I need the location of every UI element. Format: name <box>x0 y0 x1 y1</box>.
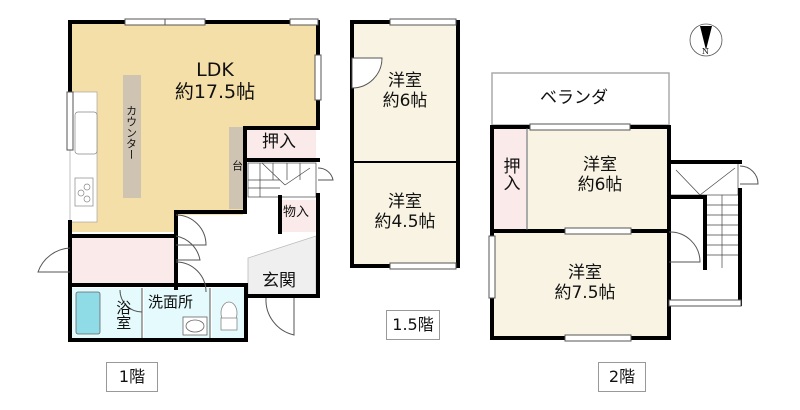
stand-label: 台 <box>230 160 244 171</box>
stand <box>229 127 243 209</box>
storage-label: 物入 <box>283 205 310 220</box>
second-room-upper-size: 約6帖 <box>577 174 623 195</box>
closet-label-1f: 押入 <box>262 132 296 152</box>
second-room-upper-name: 洋室 <box>583 155 617 175</box>
mezz-room-upper-size: 約6帖 <box>382 90 428 111</box>
compass-label: N <box>702 47 709 56</box>
mezz-room-upper-label: 洋室 約6帖 <box>365 71 445 111</box>
ldk-label: LDK 約17.5帖 <box>160 59 270 104</box>
floor-tag-2f: 2階 <box>598 362 646 392</box>
mezz-room-lower-size: 約4.5帖 <box>374 211 436 232</box>
washroom-label: 洗面所 <box>148 293 194 311</box>
second-room-lower-label: 洋室 約7.5帖 <box>535 263 635 303</box>
entrance-label: 玄関 <box>262 271 296 291</box>
counter <box>123 75 141 198</box>
compass: N <box>688 22 724 58</box>
veranda-label: ベランダ <box>540 88 608 108</box>
north-arrow-icon <box>689 23 723 57</box>
floor-tag-1-5f: 1.5階 <box>386 310 440 340</box>
second-room-lower-name: 洋室 <box>568 263 602 283</box>
ldk-name: LDK <box>196 59 234 81</box>
mezz-room-lower-label: 洋室 約4.5帖 <box>360 192 450 232</box>
mezz-room-lower-name: 洋室 <box>388 192 422 212</box>
second-floor-plan <box>488 72 759 342</box>
second-room-lower-size: 約7.5帖 <box>554 282 616 303</box>
ldk-size: 約17.5帖 <box>174 80 256 103</box>
closet-label-2f: 押入 <box>499 157 520 191</box>
mezz-room-upper-name: 洋室 <box>388 71 422 91</box>
first-floor-plan <box>37 18 334 342</box>
mezzanine-floor-plan <box>350 18 460 270</box>
second-room-upper-label: 洋室 約6帖 <box>555 155 645 195</box>
floor-tag-1f: 1階 <box>106 362 158 392</box>
bath-label: 浴室 <box>114 300 133 330</box>
counter-label: カウンター <box>124 105 138 160</box>
